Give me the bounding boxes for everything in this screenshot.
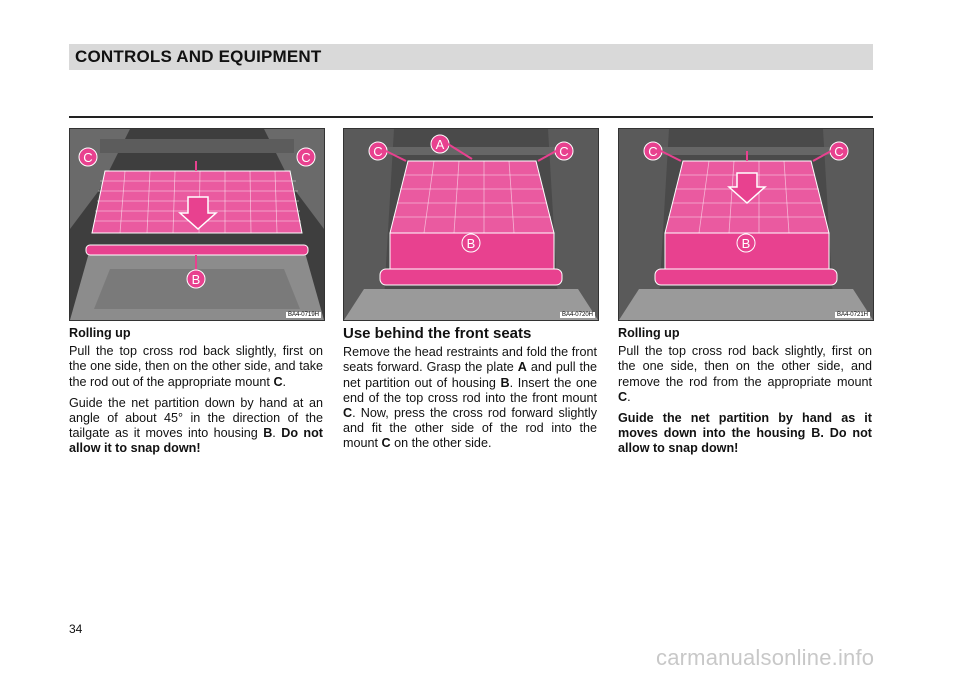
- column-1: Rolling up Pull the top cross rod back s…: [69, 326, 323, 463]
- text-run: .: [272, 426, 282, 441]
- column-1-paragraph-1: Pull the top cross rod back slightly, fi…: [69, 344, 323, 390]
- ref-c: C: [343, 406, 353, 421]
- section-header-bar: CONTROLS AND EQUIPMENT: [69, 44, 873, 70]
- figure-3: C C B BA4-0721H: [618, 128, 874, 321]
- warning-text: Do not allow it to snap down!: [69, 426, 323, 456]
- text-run: .: [627, 389, 631, 404]
- text-run: Pull the top cross rod back slightly, fi…: [69, 344, 323, 389]
- text-run: . Insert the one end of the top cross ro…: [343, 375, 598, 405]
- ref-c: C: [273, 374, 283, 389]
- figure-2-label-a: A: [436, 137, 445, 152]
- column-3-subhead: Rolling up: [618, 326, 680, 340]
- figure-2-label-c-left: C: [373, 144, 382, 159]
- ref-c: C: [381, 436, 391, 451]
- figure-1-label-c-right: C: [301, 150, 310, 165]
- figure-1-label-c-left: C: [83, 150, 92, 165]
- figure-2-illustration: C A C B: [344, 129, 598, 320]
- figure-1: C C B BA4-0719H: [69, 128, 325, 321]
- page-number: 34: [69, 622, 83, 636]
- figure-3-label-c-left: C: [648, 144, 657, 159]
- watermark: carmanualsonline.info: [656, 645, 875, 670]
- column-3-warning: Guide the net partition by hand as it mo…: [618, 411, 872, 456]
- figure-2: C A C B BA4-0720H: [343, 128, 599, 321]
- section-title: CONTROLS AND EQUIPMENT: [75, 47, 322, 66]
- figure-3-label-b: B: [742, 236, 751, 251]
- text-run: Remove the head restraints and fold the …: [343, 345, 597, 375]
- column-1-paragraph-2: Guide the net partition down by hand at …: [69, 396, 323, 457]
- column-2-paragraph-1: Remove the head restraints and fold the …: [343, 345, 597, 451]
- column-3-paragraph-1: Pull the top cross rod back slightly, fi…: [618, 344, 872, 405]
- figure-2-label-c-right: C: [559, 144, 568, 159]
- figure-1-illustration: C C B: [70, 129, 324, 320]
- text-run: .: [282, 374, 287, 389]
- text-run: on the other side.: [390, 436, 492, 451]
- figure-2-code: BA4-0720H: [559, 312, 595, 318]
- figure-1-label-b: B: [192, 272, 201, 287]
- figure-2-label-b: B: [467, 236, 476, 251]
- text-run: and pull the net partition out of housin…: [343, 360, 598, 390]
- figure-3-label-c-right: C: [834, 144, 843, 159]
- ref-a: A: [517, 360, 527, 375]
- column-2-title: Use behind the front seats: [343, 325, 532, 342]
- column-1-subhead: Rolling up: [69, 326, 131, 340]
- text-run: Guide the net partition down by hand at …: [69, 395, 323, 441]
- figure-1-code: BA4-0719H: [285, 312, 321, 318]
- header-rule: [69, 116, 873, 118]
- ref-b: B: [263, 426, 273, 441]
- column-2: Use behind the front seats Remove the he…: [343, 326, 597, 458]
- column-3: Rolling up Pull the top cross rod back s…: [618, 326, 872, 463]
- text-run: . Now, press the cross rod forward sligh…: [343, 406, 597, 451]
- figure-3-code: BA4-0721H: [834, 312, 870, 318]
- ref-b: B: [500, 375, 510, 390]
- text-run: Pull the top cross rod back slightly, fi…: [618, 344, 872, 389]
- figure-3-illustration: C C B: [619, 129, 873, 320]
- ref-c: C: [618, 389, 628, 404]
